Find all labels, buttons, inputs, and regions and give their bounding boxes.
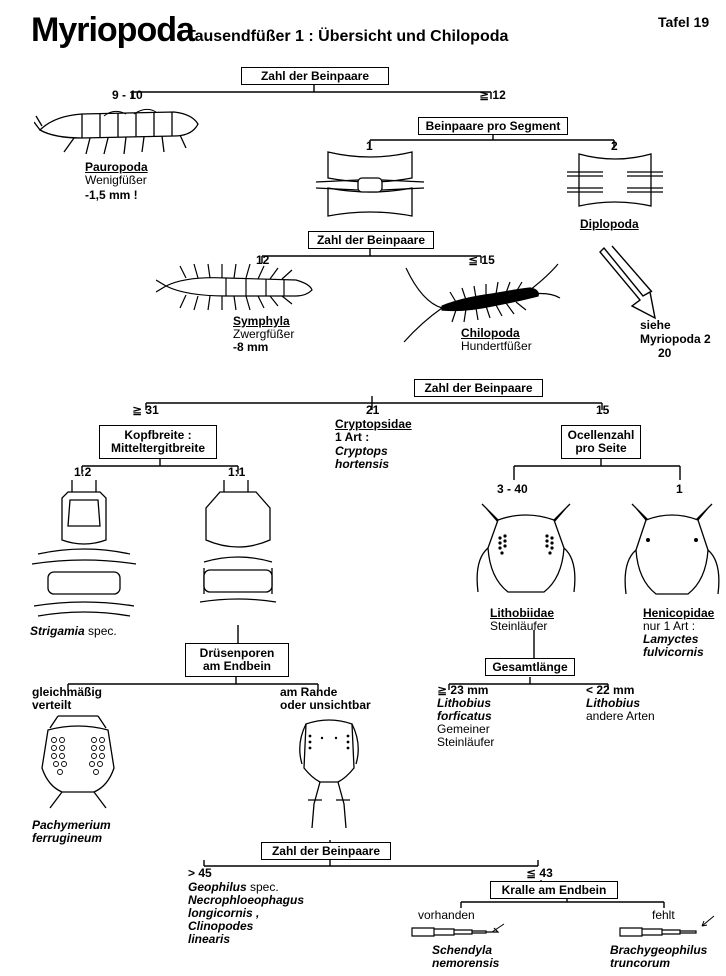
q8-option-right: < 22 mm bbox=[586, 683, 635, 697]
chilopoda-common-name: Hundertfüßer bbox=[461, 339, 532, 353]
symphyla-size: -8 mm bbox=[233, 340, 269, 354]
taxon-diplopoda: Diplopoda bbox=[580, 217, 639, 231]
pauropoda-size: -1,5 mm ! bbox=[85, 188, 138, 202]
page-subtitle: Tausendfüßer 1 : Übersicht und Chilopoda bbox=[186, 28, 509, 45]
q4-option-right: 15 bbox=[596, 403, 610, 417]
diplopoda-ref-line2: Myriopoda 2 bbox=[640, 332, 711, 346]
q3-option-left: 12 bbox=[256, 253, 270, 267]
lithobius-forficatus-genus: Lithobius bbox=[437, 696, 491, 710]
question-pairs-per-segment: Beinpaare pro Segment bbox=[418, 117, 568, 135]
lithobius-other-genus: Lithobius bbox=[586, 696, 640, 710]
geophilus: Geophilus spec. bbox=[188, 880, 279, 894]
necrophloeophagus: Necrophloeophagus bbox=[188, 893, 305, 907]
question-leg-count-4: Zahl der Beinpaare bbox=[261, 842, 391, 860]
q10-option-left: vorhanden bbox=[418, 908, 475, 922]
q7-line2: am Endbein bbox=[202, 659, 271, 673]
q6-line2: pro Seite bbox=[575, 441, 627, 455]
head-wide-illustration bbox=[199, 480, 277, 603]
taxon-symphyla: Symphyla bbox=[233, 314, 290, 328]
symphyla-illustration bbox=[156, 263, 313, 311]
endleg-without-claw-illustration bbox=[619, 915, 715, 937]
longicornis: longicornis , bbox=[188, 906, 260, 920]
q4-option-mid: 21 bbox=[366, 403, 380, 417]
q1-option-right: ≧ 12 bbox=[479, 88, 506, 102]
q7-option-left-line1: gleichmäßig bbox=[32, 685, 103, 699]
brachygeophilus-genus: Brachygeophilus bbox=[610, 943, 708, 957]
q6-option-left: 3 - 40 bbox=[497, 482, 528, 496]
cryptops-genus: Cryptops bbox=[335, 444, 388, 458]
q10-option-right: fehlt bbox=[652, 908, 675, 922]
taxon-pauropoda: Pauropoda bbox=[85, 160, 148, 174]
q7-line1: Drüsenporen bbox=[199, 646, 275, 660]
q4-option-left: ≧ 31 bbox=[132, 403, 159, 417]
q5-line1: Kopfbreite : bbox=[124, 428, 192, 442]
lithobius-forficatus-common2: Steinläufer bbox=[437, 735, 495, 749]
diplopoda-ref-plate: 20 bbox=[658, 346, 672, 360]
lithobiidae-head-illustration bbox=[476, 503, 576, 593]
q5-option-left: 1:2 bbox=[74, 465, 92, 479]
linearis: linearis bbox=[188, 932, 231, 946]
q6-option-right: 1 bbox=[676, 482, 683, 496]
q3-option-right: ≦ 15 bbox=[468, 253, 495, 267]
q9-option-left: > 45 bbox=[188, 866, 212, 880]
segment-one-pair-illustration bbox=[315, 151, 425, 217]
pachymerium-genus: Pachymerium bbox=[32, 818, 111, 832]
question-leg-count-2: Zahl der Beinpaare bbox=[308, 231, 434, 249]
taxon-henicopidae: Henicopidae bbox=[643, 606, 715, 620]
question-gland-pores: Drüsenporen am Endbein bbox=[185, 643, 289, 677]
q5-option-right: 1:1 bbox=[228, 465, 246, 479]
q7-option-right-line2: oder unsichtbar bbox=[280, 698, 371, 712]
q1-option-left: 9 - 10 bbox=[112, 88, 143, 102]
q2-option-left: 1 bbox=[366, 139, 373, 153]
plate-number: Tafel 19 bbox=[658, 14, 710, 30]
symphyla-common-name: Zwergfüßer bbox=[233, 327, 295, 341]
page-title: Myriopoda bbox=[31, 11, 195, 49]
henicopidae-head-illustration bbox=[624, 503, 720, 595]
q8-option-left: ≧ 23 mm bbox=[437, 683, 489, 697]
pores-even-illustration bbox=[41, 715, 115, 809]
clinopodes: Clinopodes bbox=[188, 919, 254, 933]
q5-line2: Mitteltergitbreite bbox=[110, 441, 205, 455]
taxon-cryptopsidae: Cryptopsidae bbox=[335, 417, 412, 431]
pauropoda-common-name: Wenigfüßer bbox=[85, 173, 147, 187]
q7-option-right-line1: am Rande bbox=[280, 685, 338, 699]
segment-two-pairs-illustration bbox=[567, 153, 663, 207]
pores-margin-illustration bbox=[299, 719, 359, 829]
taxon-strigamia: Strigamia spec. bbox=[30, 624, 117, 638]
cryptops-species: hortensis bbox=[335, 457, 390, 471]
lithobius-other-species: andere Arten bbox=[586, 709, 655, 723]
pachymerium-species: ferrugineum bbox=[32, 831, 103, 845]
q2-option-right: 2 bbox=[611, 139, 618, 153]
brachygeophilus-species: truncorum bbox=[610, 956, 670, 970]
q6-line1: Ocellenzahl bbox=[567, 428, 635, 442]
endleg-with-claw-illustration bbox=[411, 923, 505, 937]
lithobius-forficatus-common1: Gemeiner bbox=[437, 722, 490, 736]
q7-option-left-line2: verteilt bbox=[32, 698, 72, 712]
head-narrow-illustration bbox=[31, 480, 137, 617]
lithobiidae-common-name: Steinläufer bbox=[490, 619, 548, 633]
taxon-lithobiidae: Lithobiidae bbox=[490, 606, 554, 620]
lithobius-forficatus-species: forficatus bbox=[437, 709, 492, 723]
question-total-length: Gesamtlänge bbox=[485, 658, 575, 676]
pauropoda-illustration bbox=[34, 108, 199, 155]
question-leg-count-3: Zahl der Beinpaare bbox=[414, 379, 543, 397]
taxon-chilopoda: Chilopoda bbox=[461, 326, 520, 340]
schendyla-species: nemorensis bbox=[432, 956, 500, 970]
question-claw-endleg: Kralle am Endbein bbox=[490, 881, 618, 899]
schendyla-genus: Schendyla bbox=[432, 943, 493, 957]
lamyctes-genus: Lamyctes bbox=[643, 632, 699, 646]
chilopoda-illustration bbox=[403, 263, 561, 343]
question-leg-count-1: Zahl der Beinpaare bbox=[241, 67, 389, 85]
cryptopsidae-note: 1 Art : bbox=[335, 430, 370, 444]
question-ocelli-count: Ocellenzahl pro Seite bbox=[561, 425, 641, 459]
q9-option-right: ≦ 43 bbox=[526, 866, 553, 880]
henicopidae-note: nur 1 Art : bbox=[643, 619, 696, 633]
diplopoda-ref-line1: siehe bbox=[640, 318, 671, 332]
lamyctes-species: fulvicornis bbox=[643, 645, 704, 659]
question-head-width-ratio: Kopfbreite : Mitteltergitbreite bbox=[99, 425, 217, 459]
